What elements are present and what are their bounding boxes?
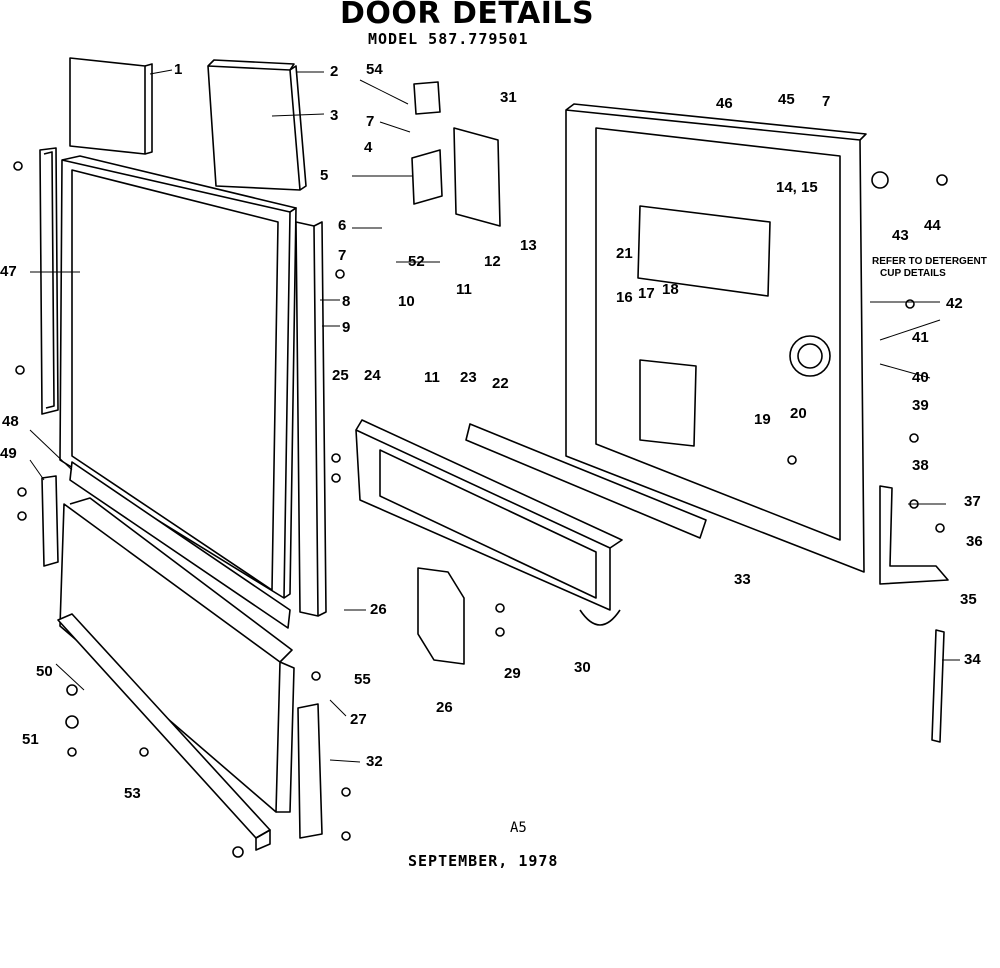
part-50-53-bottom-rail: [58, 614, 270, 850]
part-label-23: 23: [460, 369, 477, 386]
page-number: A5: [510, 820, 527, 836]
part-label-33: 33: [734, 571, 751, 588]
latch-assembly: [412, 82, 500, 226]
part-label-17: 17: [638, 285, 655, 302]
part-label-35: 35: [960, 591, 977, 608]
inner-door-liner: [566, 104, 866, 572]
part-label-52: 52: [408, 253, 425, 270]
part-label-26a: 26: [436, 699, 453, 716]
diagram-title: DOOR DETAILS: [340, 0, 595, 31]
part-label-5: 5: [320, 167, 329, 184]
part-label-13: 13: [520, 237, 537, 254]
part-label-45: 45: [778, 91, 795, 108]
part-30-control-panel: [356, 420, 622, 625]
part-label-44: 44: [924, 217, 941, 234]
part-label-9: 9: [342, 319, 351, 336]
part-2-3-panel: [208, 60, 306, 190]
part-26-bracket: [418, 568, 464, 664]
part-label-40: 40: [912, 369, 929, 386]
part-32-corner-post: [298, 704, 322, 838]
part-label-46: 46: [716, 95, 733, 112]
part-label-38: 38: [912, 457, 929, 474]
part-8-9-side-channel: [296, 222, 326, 616]
part-label-22: 22: [492, 375, 509, 392]
dispenser-assembly: [638, 206, 830, 446]
part-label-19: 19: [754, 411, 771, 428]
part-33-rail: [466, 424, 706, 538]
model-number: MODEL 587.779501: [368, 30, 529, 48]
part-47-side-trim: [40, 148, 58, 414]
part-label-7b: 7: [338, 247, 347, 264]
part-label-53: 53: [124, 785, 141, 802]
part-label-26b: 26: [370, 601, 387, 618]
part-label-54: 54: [366, 61, 383, 78]
part-label-41: 41: [912, 329, 929, 346]
part-34-spring: [932, 630, 944, 742]
part-label-42: 42: [946, 295, 963, 312]
part-label-4: 4: [364, 139, 373, 156]
part-label-3: 3: [330, 107, 339, 124]
part-label-43: 43: [892, 227, 909, 244]
outer-door-panel: [60, 156, 296, 598]
part-label-29: 29: [504, 665, 521, 682]
part-49-small-strip: [42, 476, 58, 566]
lower-kick-panel: [60, 498, 294, 812]
part-label-31: 31: [500, 89, 517, 106]
part-label-10: 10: [398, 293, 415, 310]
part-label-21: 21: [616, 245, 633, 262]
part-label-49: 49: [0, 445, 17, 462]
part-label-55: 55: [354, 671, 371, 688]
part-35-hinge-arm: [880, 486, 948, 584]
detergent-cup-note-line1: REFER TO DETERGENT: [872, 256, 987, 267]
part-label-14-15: 14, 15: [776, 179, 818, 196]
part-label-11b: 11: [424, 369, 440, 386]
part-label-27: 27: [350, 711, 367, 728]
part-label-50: 50: [36, 663, 53, 680]
part-label-18: 18: [662, 281, 679, 298]
part-label-16: 16: [616, 289, 633, 306]
part-label-20: 20: [790, 405, 807, 422]
part-1-panel: [70, 58, 152, 154]
part-label-7a: 7: [366, 113, 375, 130]
publication-date: SEPTEMBER, 1978: [408, 852, 559, 870]
part-label-30: 30: [574, 659, 591, 676]
part-label-11a: 11: [456, 281, 472, 298]
part-label-37: 37: [964, 493, 981, 510]
part-label-34: 34: [964, 651, 981, 668]
part-label-25: 25: [332, 367, 349, 384]
part-label-8: 8: [342, 293, 351, 310]
part-label-48: 48: [2, 413, 19, 430]
part-label-6: 6: [338, 217, 347, 234]
part-label-39: 39: [912, 397, 929, 414]
part-48-bottom-strip: [70, 462, 290, 628]
part-label-1: 1: [174, 61, 183, 78]
detergent-cup-note-line2: CUP DETAILS: [880, 268, 946, 279]
part-label-32: 32: [366, 753, 383, 770]
part-label-7c: 7: [822, 93, 831, 110]
part-label-36: 36: [966, 533, 983, 550]
part-label-12: 12: [484, 253, 501, 270]
part-label-51: 51: [22, 731, 39, 748]
part-label-47: 47: [0, 263, 17, 280]
part-label-24: 24: [364, 367, 381, 384]
part-label-2: 2: [330, 63, 339, 80]
